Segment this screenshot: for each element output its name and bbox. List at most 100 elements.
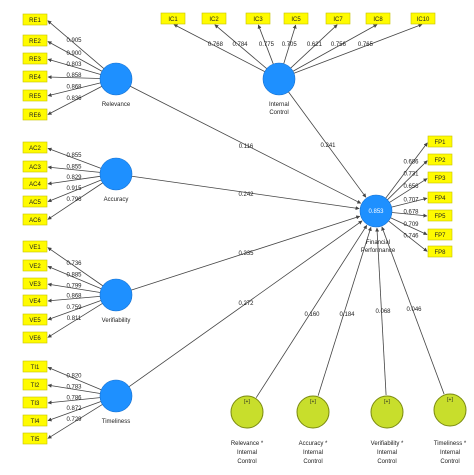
indicator-fp7 bbox=[427, 228, 453, 241]
indicator-ac2 bbox=[22, 141, 48, 154]
moderator-verifiability-internal-control-symbol: [+] bbox=[384, 399, 390, 405]
moderator-relevance-internal-control-label-line-2: Internal bbox=[237, 450, 257, 456]
indicator-ve2-label: VE2 bbox=[29, 264, 41, 270]
indicator-ac3 bbox=[22, 160, 48, 173]
indicator-ti1 bbox=[22, 360, 48, 373]
loading-ac4: 0.829 bbox=[66, 175, 82, 181]
moderator-relevance-internal-control bbox=[230, 395, 264, 429]
loading-arrow-ic1 bbox=[173, 24, 265, 72]
loading-arrow-re2 bbox=[47, 41, 103, 72]
moderator-timeliness-internal-control bbox=[433, 393, 467, 427]
indicator-fp1 bbox=[427, 135, 453, 148]
loading-ic2: 0.784 bbox=[232, 42, 248, 48]
loading-fp1: 0.686 bbox=[403, 160, 419, 166]
construct-label-internal-control-line-2: Control bbox=[269, 110, 288, 116]
path-arrow-internal_control bbox=[288, 91, 367, 198]
construct-label-timeliness: Timeliness bbox=[102, 419, 130, 425]
indicator-ic5-label: IC5 bbox=[291, 17, 301, 23]
indicator-re6-label: RE6 bbox=[29, 113, 41, 119]
loading-ac2: 0.855 bbox=[66, 153, 82, 159]
moderator-verifiability-internal-control-label-line-3: Control bbox=[377, 459, 396, 465]
loading-arrow-ti5 bbox=[47, 404, 103, 439]
loading-arrow-ac5 bbox=[47, 179, 102, 203]
construct-label-financial-performance-line-1: Financial bbox=[366, 240, 390, 246]
path-coef-moderator-accuracy-internal-control: 0.184 bbox=[339, 312, 355, 318]
indicator-fp4 bbox=[427, 191, 453, 204]
loading-arrow-re6 bbox=[47, 86, 102, 115]
loading-arrow-ic10 bbox=[293, 23, 423, 74]
indicator-re4-label: RE4 bbox=[29, 75, 41, 81]
loading-arrow-re5 bbox=[47, 82, 101, 97]
loading-arrow-fp2 bbox=[387, 160, 428, 201]
moderator-accuracy-internal-control-symbol: [+] bbox=[310, 399, 316, 405]
path-coef-verifiability: 0.335 bbox=[238, 251, 254, 257]
loading-ic7: 0.621 bbox=[307, 42, 323, 48]
loading-arrow-ic5 bbox=[283, 24, 297, 64]
loading-ve5: 0.759 bbox=[66, 305, 82, 311]
loading-ic3: 0.775 bbox=[259, 42, 275, 48]
path-coef-moderator-timeliness-internal-control: 0.046 bbox=[406, 307, 422, 313]
loading-arrow-ac2 bbox=[47, 147, 102, 169]
loading-ac3: 0.855 bbox=[66, 165, 82, 171]
indicator-ic1-label: IC1 bbox=[168, 17, 178, 23]
loading-ve1: 0.736 bbox=[66, 261, 82, 267]
indicator-fp7-label: FP7 bbox=[434, 233, 446, 239]
indicator-ic1 bbox=[160, 12, 186, 25]
loading-fp3: 0.656 bbox=[403, 184, 419, 190]
moderator-verifiability-internal-control bbox=[370, 395, 404, 429]
loading-arrow-fp4 bbox=[391, 197, 428, 208]
indicator-ic7-label: IC7 bbox=[333, 17, 343, 23]
loading-arrow-ic7 bbox=[290, 24, 338, 69]
moderator-relevance-internal-control-label-line-3: Control bbox=[237, 459, 256, 465]
path-arrow-relevance bbox=[130, 85, 362, 204]
loading-arrow-ve4 bbox=[47, 295, 101, 303]
indicator-ac6-label: AC6 bbox=[29, 218, 41, 224]
construct-internal_control bbox=[262, 62, 296, 96]
indicator-fp2 bbox=[427, 153, 453, 166]
loading-arrow-ti2 bbox=[47, 383, 101, 394]
indicator-ac4 bbox=[22, 177, 48, 190]
indicator-ve4 bbox=[22, 294, 48, 307]
loading-re6: 0.836 bbox=[66, 96, 82, 102]
indicator-fp1-label: FP1 bbox=[434, 140, 446, 146]
indicator-ti4-label: TI4 bbox=[31, 419, 40, 425]
indicator-re5-label: RE5 bbox=[29, 94, 41, 100]
indicator-re3 bbox=[22, 52, 48, 65]
loading-arrow-ve2 bbox=[47, 265, 102, 290]
loading-ve3: 0.799 bbox=[66, 283, 82, 289]
loading-arrow-re4 bbox=[47, 75, 101, 80]
loading-ti1: 0.820 bbox=[66, 373, 82, 379]
indicator-ti3-label: TI3 bbox=[31, 401, 40, 407]
indicator-ve2 bbox=[22, 259, 48, 272]
moderator-accuracy-internal-control-label-line-2: Internal bbox=[303, 450, 323, 456]
loading-arrow-ic3 bbox=[257, 24, 274, 65]
loading-arrow-ac6 bbox=[47, 182, 103, 220]
loading-ac6: 0.796 bbox=[66, 197, 82, 203]
indicator-ti3 bbox=[22, 396, 48, 409]
indicator-fp8 bbox=[427, 245, 453, 258]
loading-arrow-fp5 bbox=[391, 212, 428, 218]
construct-relevance bbox=[99, 62, 133, 96]
loading-arrow-ti4 bbox=[47, 401, 102, 422]
loading-ve2: 0.885 bbox=[66, 272, 82, 278]
indicator-ti2 bbox=[22, 378, 48, 391]
indicator-ic3 bbox=[245, 12, 271, 25]
path-arrow-moderator-verifiability-internal-control bbox=[375, 227, 387, 396]
loading-ic8: 0.756 bbox=[331, 42, 347, 48]
indicator-re6 bbox=[22, 108, 48, 121]
indicator-ve6 bbox=[22, 331, 48, 344]
indicator-fp3 bbox=[427, 171, 453, 184]
indicator-ic10 bbox=[410, 12, 436, 25]
indicator-fp4-label: FP4 bbox=[434, 196, 446, 202]
loading-fp4: 0.707 bbox=[403, 197, 419, 203]
indicator-ve5 bbox=[22, 313, 48, 326]
loading-arrow-ac4 bbox=[47, 175, 101, 186]
indicator-ti1-label: TI1 bbox=[31, 365, 40, 371]
loading-fp5: 0.678 bbox=[403, 209, 419, 215]
construct-financial_performance bbox=[359, 194, 393, 228]
indicator-ac5 bbox=[22, 195, 48, 208]
loading-arrow-ve6 bbox=[47, 303, 103, 338]
indicator-ac4-label: AC4 bbox=[29, 182, 41, 188]
indicator-ic3-label: IC3 bbox=[253, 17, 263, 23]
indicator-ic5 bbox=[283, 12, 309, 25]
